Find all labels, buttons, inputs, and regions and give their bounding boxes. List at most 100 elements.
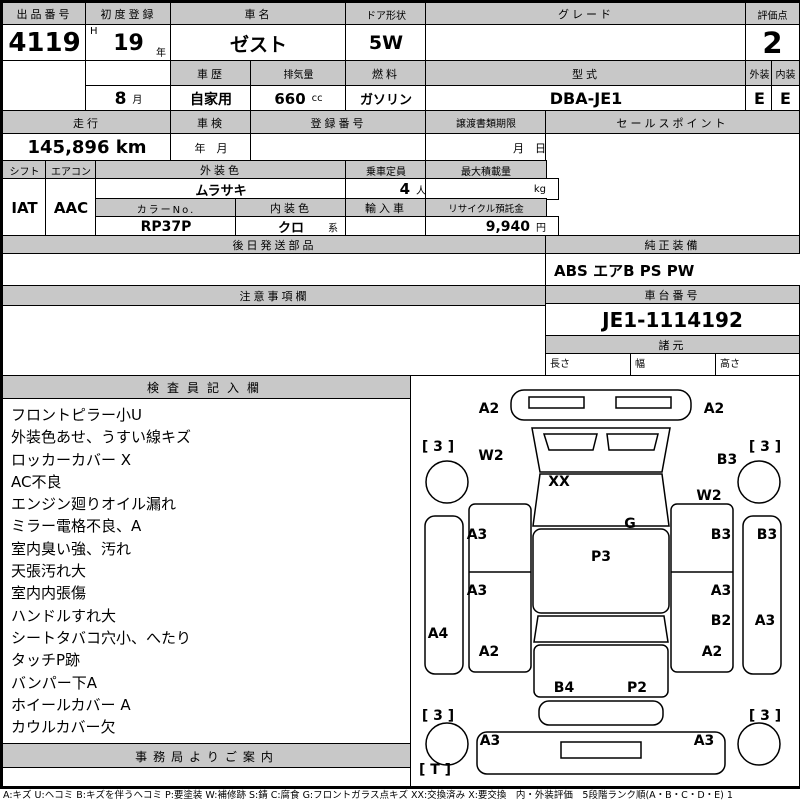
displacement-cell: 660 cc — [250, 85, 347, 112]
month-unit-label: 月 — [132, 95, 143, 106]
import-car-header: 輸入車 — [345, 198, 427, 218]
inspector-note-line: カウルカバー欠 — [11, 718, 116, 737]
later-parts-value — [2, 253, 547, 287]
damage-marker-P2: P2 — [626, 680, 648, 696]
grade-value — [425, 24, 747, 62]
damage-marker-T: [ T ] — [418, 762, 452, 778]
aircon-header: エアコン — [45, 160, 97, 180]
damage-marker-A2: A2 — [701, 644, 723, 660]
inspector-note-line: 室内臭い強、汚れ — [11, 539, 132, 558]
interior-score-header: 内装 — [771, 60, 800, 87]
office-value — [2, 767, 412, 787]
first-registration-spacer — [85, 60, 172, 87]
damage-marker-B3: B3 — [710, 527, 732, 543]
inspector-note-line: バンパー下A — [11, 673, 98, 692]
displacement-header: 排気量 — [250, 60, 347, 87]
history-value: 自家用 — [170, 85, 252, 112]
interior-color-value: クロ — [277, 221, 304, 236]
color-no-header: カラーNo. — [95, 198, 237, 218]
max-load-header: 最大積載量 — [425, 160, 547, 180]
car-name-header: 車名 — [170, 2, 347, 26]
spec-height-cell: 高さ — [715, 353, 800, 377]
recycle-deposit-cell: 9,940 円 — [425, 216, 559, 237]
damage-marker-A2: A2 — [478, 644, 500, 660]
year-unit-label: 年 — [156, 48, 166, 59]
recycle-deposit-value: 9,940 — [485, 218, 530, 235]
spec-width-cell: 幅 — [630, 353, 717, 377]
inspector-note-line: ロッカーカバー X — [11, 450, 132, 469]
mileage-value: 145,896 km — [2, 133, 172, 162]
displacement-value: 660 — [274, 89, 306, 108]
inspector-note-line: 外装色あせ、うすい線キズ — [11, 428, 192, 447]
door-shape-value: 5W — [345, 24, 427, 62]
damage-marker-A2: A2 — [703, 401, 725, 417]
office-header: 事務局よりご案内 — [2, 743, 412, 769]
auction-no-spacer — [2, 60, 87, 112]
interior-color-header: 内装色 — [235, 198, 347, 218]
damage-marker-A3: A3 — [754, 613, 776, 629]
era-mark: H — [90, 26, 98, 37]
transfer-deadline-header: 譲渡書類期限 — [425, 110, 547, 135]
damage-marker-W2: W2 — [696, 488, 722, 504]
damage-marker-A3: A3 — [466, 583, 488, 599]
damage-marker-G: G — [624, 516, 636, 532]
damage-marker-B3: B3 — [716, 452, 738, 468]
inspector-note-line: 室内内張傷 — [11, 584, 87, 603]
inspector-note-line: ミラー電格不良、A — [11, 517, 142, 536]
recycle-deposit-header: リサイクル預託金 — [425, 198, 547, 218]
shift-value: IAT — [2, 178, 47, 237]
fuel-header: 燃料 — [345, 60, 427, 87]
damage-marker-B3: B3 — [756, 527, 778, 543]
damage-marker-3: [ 3 ] — [748, 708, 782, 724]
max-load-unit: kg — [533, 183, 546, 195]
shift-header: シフト — [2, 160, 47, 180]
spec-length-cell: 長さ — [545, 353, 632, 377]
notes-header: 注意事項欄 — [2, 285, 547, 307]
damage-marker-3: [ 3 ] — [421, 439, 455, 455]
genuine-equipment-header: 純正装備 — [545, 235, 800, 255]
damage-marker-A3: A3 — [693, 733, 715, 749]
capacity-value: 4 — [399, 180, 410, 198]
inspector-note-line: タッチP跡 — [11, 651, 81, 670]
inspector-note-line: AC不良 — [11, 472, 62, 491]
fuel-value: ガソリン — [345, 85, 427, 112]
legend-text: A:キズ U:ヘコミ B:キズを伴うヘコミ P:要塗装 W:補修跡 S:錆 C:… — [3, 790, 733, 800]
damage-marker-A2: A2 — [478, 401, 500, 417]
inspector-note-line: ハンドルすれ大 — [11, 606, 117, 625]
first-registration-year: 19 — [113, 30, 144, 56]
score-header: 評価点 — [745, 2, 800, 26]
genuine-equipment-value: ABS エアB PS PW — [545, 253, 800, 287]
spec-width-label: 幅 — [635, 359, 645, 370]
auction-no-header: 出品番号 — [2, 2, 87, 26]
shaken-header: 車検 — [170, 110, 252, 135]
registration-no-header: 登録番号 — [250, 110, 427, 135]
inspector-note-line: ホイールカバー A — [11, 695, 131, 714]
mileage-header: 走行 — [2, 110, 172, 135]
transfer-deadline-value: 月 日 — [425, 133, 559, 162]
car-outline-svg — [424, 389, 782, 775]
exterior-score-value: E — [745, 85, 774, 112]
displacement-unit: cc — [311, 93, 323, 104]
aircon-value: AAC — [45, 178, 97, 237]
color-no-value: RP37P — [95, 216, 237, 237]
inspector-note-line: 天張汚れ大 — [11, 562, 87, 581]
chassis-no-header: 車台番号 — [545, 285, 800, 305]
auction-no-value: 4119 — [2, 24, 87, 62]
damage-marker-A3: A3 — [479, 733, 501, 749]
interior-color-cell: クロ 系 — [235, 216, 347, 237]
inspector-note-line: シートタバコ穴小、へたり — [11, 628, 192, 647]
history-header: 車歴 — [170, 60, 252, 87]
interior-color-suffix: 系 — [328, 223, 338, 234]
registration-no-value — [250, 133, 427, 162]
damage-marker-P3: P3 — [590, 549, 612, 565]
later-parts-header: 後日発送部品 — [2, 235, 547, 255]
inspector-note-line: フロントピラー小U — [11, 406, 142, 424]
first-registration-month: 8 — [114, 88, 127, 109]
recycle-deposit-unit: 円 — [536, 223, 546, 234]
exterior-color-header: 外装色 — [95, 160, 347, 180]
model-code-value: DBA-JE1 — [425, 85, 747, 112]
damage-marker-A3: A3 — [466, 527, 488, 543]
